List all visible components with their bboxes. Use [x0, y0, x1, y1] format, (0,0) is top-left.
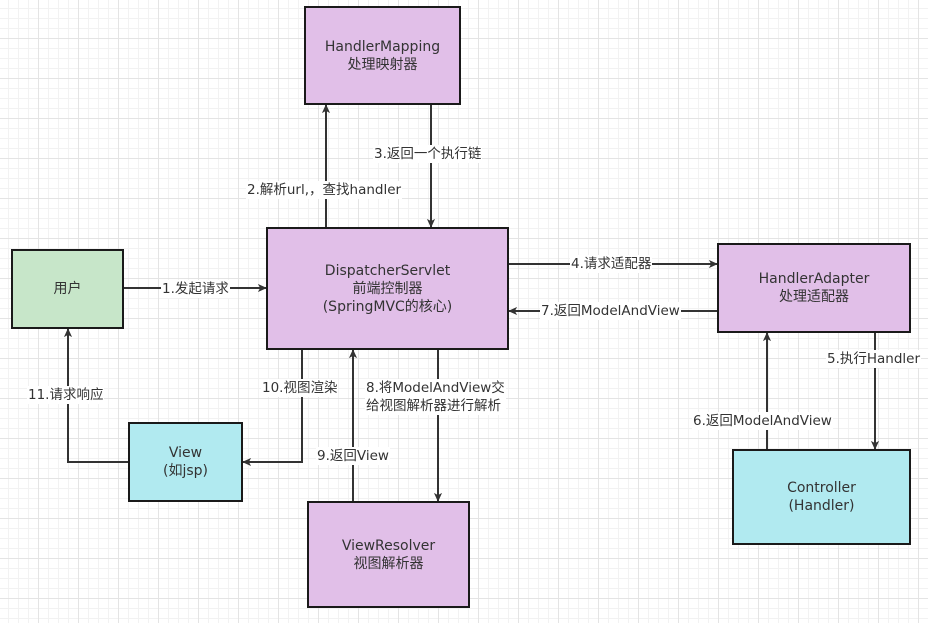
controller-title: Controller — [787, 480, 856, 496]
edge-label-5: 5.执行Handler — [826, 350, 922, 368]
view-title: View — [168, 445, 203, 461]
handler-mapping-box: HandlerMapping 处理映射器 — [304, 6, 461, 105]
edge-label-6: 6.返回ModelAndView — [692, 412, 833, 430]
arrow-10-render — [242, 350, 303, 467]
edge-label-8-line2: 给视图解析器进行解析 — [366, 398, 501, 414]
handler-mapping-title: HandlerMapping — [324, 38, 441, 55]
edge-label-4: 4.请求适配器 — [570, 255, 653, 273]
handler-mapping-subtitle: 处理映射器 — [347, 56, 418, 73]
user-label: 用户 — [53, 281, 82, 297]
view-box: View (如jsp) — [128, 422, 243, 502]
edge-label-9: 9.返回View — [316, 447, 390, 465]
user-box: 用户 — [11, 249, 124, 329]
edge-label-8-line1: 8.将ModelAndView交 — [366, 380, 505, 396]
handler-adapter-subtitle: 处理适配器 — [779, 289, 849, 305]
arrow-11-response — [63, 328, 128, 463]
edge-label-2: 2.解析url,，查找handler — [246, 181, 403, 199]
controller-box: Controller (Handler) — [732, 449, 911, 545]
edge-label-11: 11.请求响应 — [27, 386, 105, 404]
edge-label-7: 7.返回ModelAndView — [540, 302, 681, 320]
dispatcher-note: (SpringMVC的核心) — [322, 298, 453, 315]
edge-label-1: 1.发起请求 — [161, 280, 230, 298]
view-resolver-box: ViewResolver 视图解析器 — [307, 501, 470, 608]
view-resolver-title: ViewResolver — [341, 537, 436, 554]
handler-adapter-title: HandlerAdapter — [758, 271, 870, 287]
handler-adapter-box: HandlerAdapter 处理适配器 — [717, 243, 911, 333]
edge-label-10: 10.视图渲染 — [261, 379, 339, 397]
controller-subtitle: (Handler) — [788, 498, 855, 514]
view-subtitle: (如jsp) — [163, 463, 208, 479]
view-resolver-subtitle: 视图解析器 — [353, 555, 424, 572]
dispatcher-servlet-box: DispatcherServlet 前端控制器 (SpringMVC的核心) — [266, 227, 509, 350]
dispatcher-title: DispatcherServlet — [324, 262, 451, 279]
dispatcher-subtitle: 前端控制器 — [352, 280, 423, 297]
edge-label-3: 3.返回一个执行链 — [373, 145, 483, 163]
edge-label-8: 8.将ModelAndView交 给视图解析器进行解析 — [365, 379, 506, 415]
